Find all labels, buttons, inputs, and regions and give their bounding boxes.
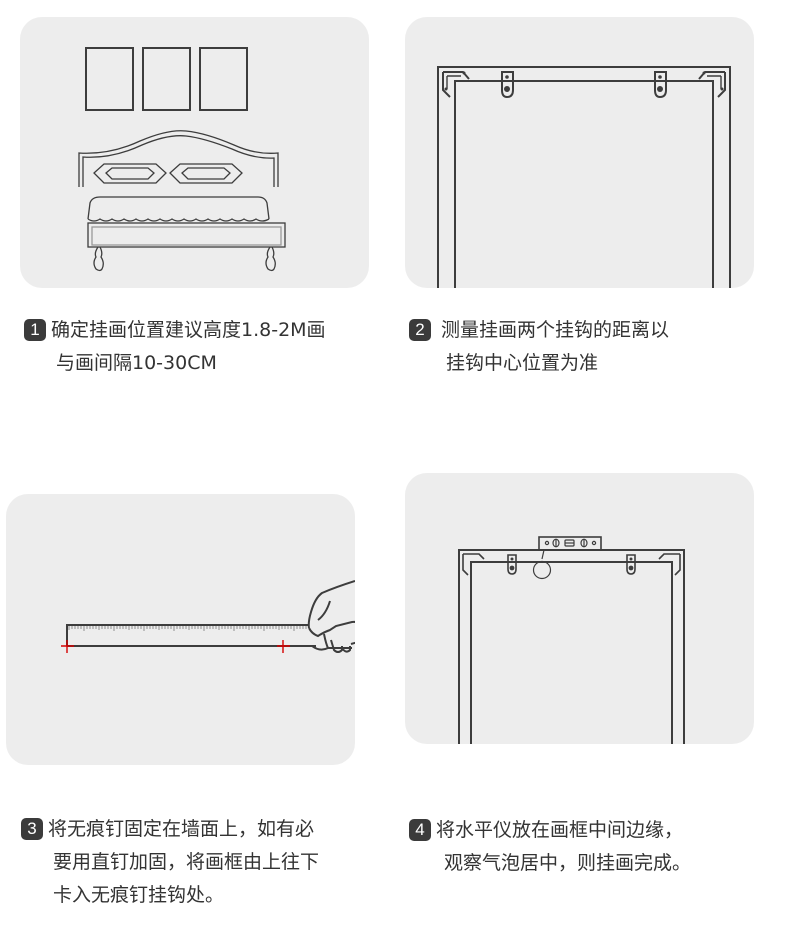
step-1-line-2: 与画间隔10-30CM — [56, 352, 217, 374]
step-2-line-1: 测量挂画两个挂钩的距离以 — [441, 319, 670, 341]
illustration-panel-step-3 — [6, 494, 355, 765]
step-1-badge: 1 — [24, 319, 46, 341]
step-2-badge: 2 — [409, 319, 431, 341]
ruler-hand-icon — [61, 580, 355, 653]
step-3-line-2: 要用直钉加固，将画框由上往下 — [53, 851, 320, 873]
step-2-instruction: 2 测量挂画两个挂钩的距离以 挂钩中心位置为准 — [409, 314, 669, 380]
step-3-line-1: 将无痕钉固定在墙面上，如有必 — [48, 818, 315, 840]
illustration-panel-step-2 — [405, 17, 754, 288]
step-3-badge: 3 — [21, 818, 43, 840]
hand-icon — [307, 580, 355, 653]
step-3-line-3: 卡入无痕钉挂钩处。 — [53, 884, 225, 906]
step-4-line-1: 将水平仪放在画框中间边缘， — [436, 819, 684, 841]
step-2-line-2: 挂钩中心位置为准 — [446, 352, 599, 374]
step-4-line-2: 观察气泡居中，则挂画完成。 — [444, 852, 692, 874]
illustration-panel-step-1 — [20, 17, 369, 288]
frame-hooks-icon — [437, 66, 731, 288]
bed-with-frames-icon — [78, 47, 286, 272]
step-4-badge: 4 — [409, 819, 431, 841]
illustration-panel-step-4 — [405, 473, 754, 744]
frame-level-icon — [458, 536, 685, 744]
step-1-line-1: 确定挂画位置建议高度1.8-2M画 — [51, 319, 326, 341]
pencil-mark-icon — [61, 640, 290, 653]
